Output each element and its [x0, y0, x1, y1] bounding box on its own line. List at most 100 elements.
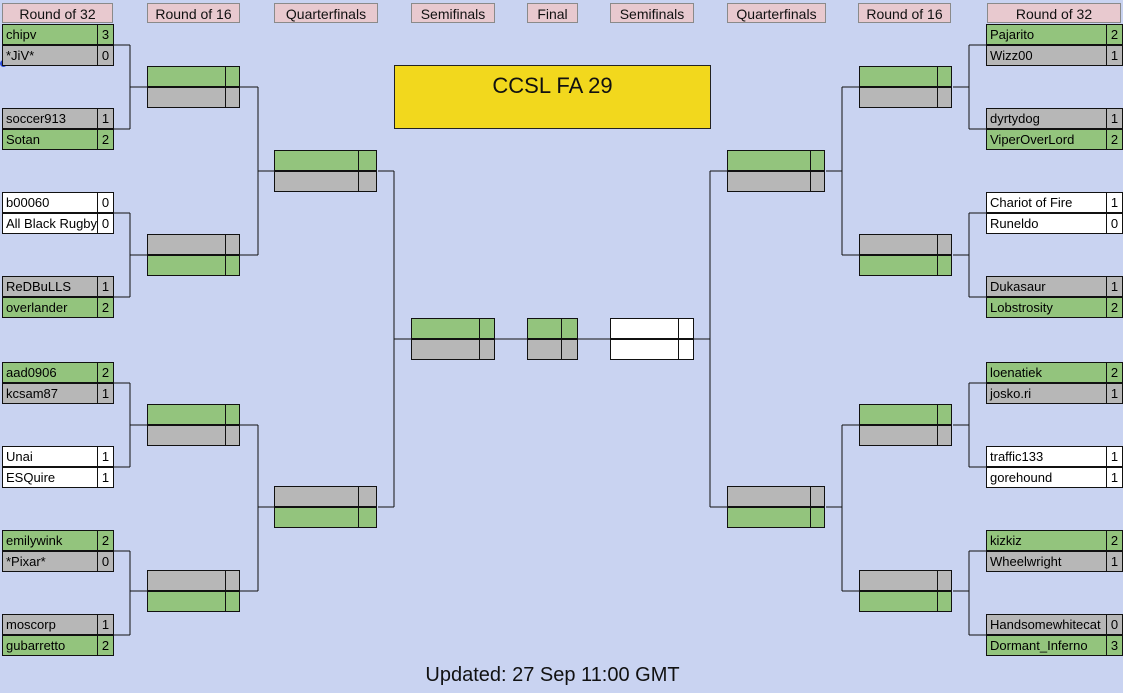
- right-r32-player-name: Wizz00: [986, 45, 1107, 66]
- right-r16-slot-score: [937, 234, 952, 255]
- left-r32-player-name: emilywink: [2, 530, 98, 551]
- left-r32-player-name: chipv: [2, 24, 98, 45]
- final-slot: [527, 318, 562, 339]
- right-r16-slot-score: [937, 425, 952, 446]
- right-r16-slot: [859, 404, 938, 425]
- left-r32-player-name: ReDBuLLS: [2, 276, 98, 297]
- right-r32-player-score: 2: [1106, 297, 1123, 318]
- right-r32-player-score: 0: [1106, 614, 1123, 635]
- left-r16-slot-score: [225, 234, 240, 255]
- right-r16-slot: [859, 591, 938, 612]
- left-r32-player-name: aad0906: [2, 362, 98, 383]
- final-slot: [527, 339, 562, 360]
- left-r32-player-name: gubarretto: [2, 635, 98, 656]
- right-r16-slot: [859, 234, 938, 255]
- left-r32-player-score: 3: [97, 24, 114, 45]
- right-r32-player-score: 1: [1106, 446, 1123, 467]
- right-r16-slot-score: [937, 66, 952, 87]
- right-r16-slot: [859, 425, 938, 446]
- left-r16-slot-score: [225, 591, 240, 612]
- right-qf-slot-score: [810, 486, 825, 507]
- left-r16-slot: [147, 404, 226, 425]
- left-sf-slot: [411, 339, 480, 360]
- header-right-quarterfinals: Quarterfinals: [727, 3, 826, 23]
- right-r16-slot: [859, 255, 938, 276]
- left-r32-player-name: All Black Rugby: [2, 213, 98, 234]
- right-r32-player-score: 1: [1106, 467, 1123, 488]
- right-r32-player-score: 1: [1106, 45, 1123, 66]
- left-sf-slot-score: [479, 318, 495, 339]
- left-r32-player-name: overlander: [2, 297, 98, 318]
- right-r32-player-score: 1: [1106, 276, 1123, 297]
- left-r32-player-score: 2: [97, 297, 114, 318]
- left-r32-player-name: b00060: [2, 192, 98, 213]
- left-qf-slot: [274, 171, 359, 192]
- right-r32-player-name: Lobstrosity: [986, 297, 1107, 318]
- right-r16-slot-score: [937, 591, 952, 612]
- right-r32-player-score: 2: [1106, 129, 1123, 150]
- left-qf-slot: [274, 150, 359, 171]
- right-r32-player-name: dyrtydog: [986, 108, 1107, 129]
- right-r32-player-score: 0: [1106, 213, 1123, 234]
- left-qf-slot-score: [358, 171, 377, 192]
- right-r32-player-name: josko.ri: [986, 383, 1107, 404]
- header-left-semifinals: Semifinals: [411, 3, 495, 23]
- final-slot-score: [561, 339, 578, 360]
- left-r32-player-name: Unai: [2, 446, 98, 467]
- right-qf-slot-score: [810, 171, 825, 192]
- right-r32-player-name: traffic133: [986, 446, 1107, 467]
- left-r32-player-score: 2: [97, 635, 114, 656]
- header-right-semifinals: Semifinals: [610, 3, 694, 23]
- left-r32-player-score: 1: [97, 614, 114, 635]
- right-r32-player-name: Chariot of Fire: [986, 192, 1107, 213]
- left-r16-slot: [147, 66, 226, 87]
- right-r32-player-name: ViperOverLord: [986, 129, 1107, 150]
- header-left-round-of-32: Round of 32: [2, 3, 113, 23]
- header-left-round-of-16: Round of 16: [147, 3, 240, 23]
- right-r32-player-score: 2: [1106, 24, 1123, 45]
- right-r32-player-score: 3: [1106, 635, 1123, 656]
- right-r32-player-name: kizkiz: [986, 530, 1107, 551]
- right-r16-slot: [859, 87, 938, 108]
- left-r32-player-name: Sotan: [2, 129, 98, 150]
- right-qf-slot: [727, 150, 811, 171]
- right-sf-slot: [610, 318, 679, 339]
- left-r16-slot: [147, 255, 226, 276]
- right-r32-player-score: 1: [1106, 192, 1123, 213]
- left-r32-player-score: 0: [97, 45, 114, 66]
- left-qf-slot: [274, 507, 359, 528]
- left-r32-player-name: soccer913: [2, 108, 98, 129]
- right-sf-slot: [610, 339, 679, 360]
- left-r32-player-score: 2: [97, 530, 114, 551]
- right-r16-slot-score: [937, 255, 952, 276]
- right-r32-player-name: loenatiek: [986, 362, 1107, 383]
- left-r32-player-score: 0: [97, 551, 114, 572]
- left-r32-player-score: 1: [97, 446, 114, 467]
- left-r32-player-score: 0: [97, 213, 114, 234]
- right-r16-slot-score: [937, 404, 952, 425]
- left-r16-slot: [147, 425, 226, 446]
- final-slot-score: [561, 318, 578, 339]
- left-r32-player-name: ESQuire: [2, 467, 98, 488]
- left-r16-slot: [147, 591, 226, 612]
- left-r32-player-name: moscorp: [2, 614, 98, 635]
- left-r16-slot-score: [225, 425, 240, 446]
- left-r16-slot-score: [225, 255, 240, 276]
- left-r32-player-score: 2: [97, 129, 114, 150]
- right-r32-player-name: Wheelwright: [986, 551, 1107, 572]
- tournament-title: CCSL FA 29: [394, 65, 711, 129]
- left-r16-slot: [147, 87, 226, 108]
- right-r32-player-score: 1: [1106, 383, 1123, 404]
- right-r32-player-score: 1: [1106, 108, 1123, 129]
- header-right-round-of-32: Round of 32: [987, 3, 1121, 23]
- left-r32-player-name: *JiV*: [2, 45, 98, 66]
- right-r16-slot: [859, 66, 938, 87]
- right-sf-slot-score: [678, 339, 694, 360]
- left-r16-slot-score: [225, 570, 240, 591]
- left-r32-player-name: *Pixar*: [2, 551, 98, 572]
- right-r32-player-name: Pajarito: [986, 24, 1107, 45]
- right-r32-player-name: Runeldo: [986, 213, 1107, 234]
- left-r32-player-score: 0: [97, 192, 114, 213]
- left-r16-slot-score: [225, 66, 240, 87]
